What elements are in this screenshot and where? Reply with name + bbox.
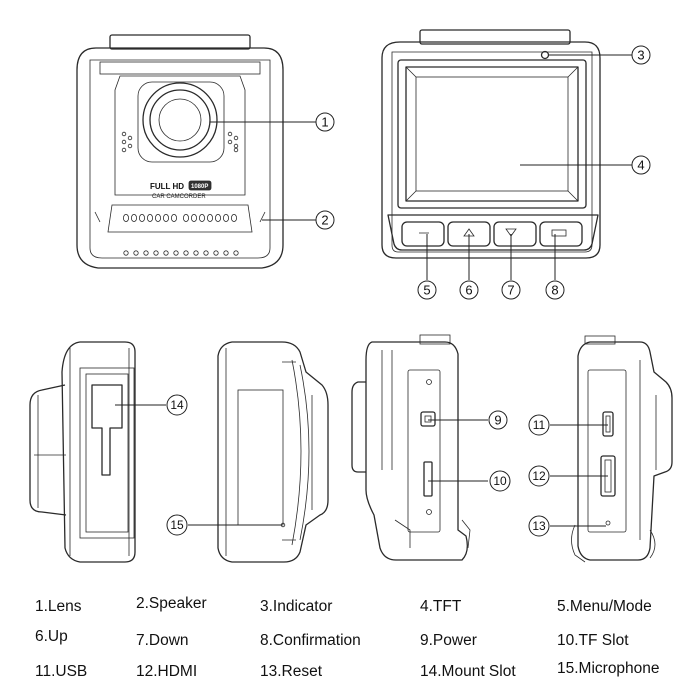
front-dots-right	[227, 131, 239, 153]
side-view-power	[351, 334, 471, 561]
speaker-hole	[230, 213, 237, 222]
svg-text:12: 12	[532, 469, 546, 483]
callout-6: 6	[459, 280, 479, 300]
leader-lines	[115, 54, 632, 527]
svg-text:9: 9	[494, 413, 501, 428]
side-view-ports	[571, 335, 673, 563]
callout-8: 8	[545, 280, 565, 300]
legend-item-mount-slot: 14.Mount Slot	[420, 663, 516, 680]
bottom-dots	[123, 250, 239, 256]
legend-item-reset: 13.Reset	[260, 663, 323, 680]
menu-mode-button[interactable]	[401, 221, 445, 247]
model-label: CAR CAMCORDER	[152, 194, 206, 200]
legend-item-tft: 4.TFT	[420, 598, 462, 615]
speaker-hole	[130, 213, 137, 222]
reset-hole[interactable]	[605, 520, 611, 526]
legend-item-hdmi: 12.HDMI	[136, 663, 198, 680]
svg-text:10: 10	[493, 474, 507, 488]
speaker-hole	[182, 213, 189, 222]
svg-text:6: 6	[465, 283, 472, 298]
svg-text:2: 2	[321, 213, 328, 228]
svg-text:4: 4	[637, 158, 644, 173]
speaker-hole	[214, 213, 221, 222]
bottom-vent-dot	[123, 250, 129, 256]
callout-4: 4	[631, 155, 651, 175]
bottom-vent-dot	[193, 250, 199, 256]
callout-5: 5	[417, 280, 437, 300]
svg-text:7: 7	[507, 283, 514, 298]
legend-item-tf-slot: 10.TF Slot	[557, 632, 629, 649]
svg-text:1: 1	[321, 115, 328, 130]
indicator-led	[540, 50, 550, 60]
svg-text:5: 5	[423, 283, 430, 298]
speaker-hole	[123, 213, 130, 222]
bottom-vent-dot	[203, 250, 209, 256]
resolution-badge: 1080P	[191, 184, 208, 190]
callouts: 1 2 3 4 5 6 7 8 9 10 11 12 13 14 15	[166, 45, 651, 537]
svg-text:8: 8	[551, 283, 558, 298]
speaker-hole	[138, 213, 145, 222]
callout-13: 13	[528, 515, 550, 537]
callout-3: 3	[631, 45, 651, 65]
tf-slot[interactable]	[423, 461, 433, 497]
front-view: FULL HD 1080P CAR CAMCORDER	[76, 34, 284, 269]
usb-port[interactable]	[602, 411, 614, 437]
full-hd-label: FULL HD	[150, 182, 184, 191]
front-dots-left	[121, 131, 133, 153]
speaker-hole	[162, 213, 169, 222]
callout-2: 2	[315, 210, 335, 230]
bottom-vent-dot	[153, 250, 159, 256]
callout-7: 7	[501, 280, 521, 300]
callout-1: 1	[315, 112, 335, 132]
legend-item-up: 6.Up	[35, 628, 68, 645]
bottom-vent-dot	[213, 250, 219, 256]
tft-screen	[405, 66, 579, 202]
bottom-vent-dot	[163, 250, 169, 256]
legend-item-microphone: 15.Microphone	[557, 660, 660, 677]
speaker-hole	[170, 213, 177, 222]
callout-14: 14	[166, 394, 188, 416]
svg-text:14: 14	[170, 398, 184, 412]
svg-text:3: 3	[637, 48, 644, 63]
bottom-vent-dot	[133, 250, 139, 256]
bottom-vent-dot	[173, 250, 179, 256]
callout-10: 10	[489, 470, 511, 492]
callout-11: 11	[528, 414, 550, 436]
legend-item-menu-mode: 5.Menu/Mode	[557, 598, 652, 615]
legend-item-speaker: 2.Speaker	[136, 595, 207, 612]
speaker-hole	[198, 213, 205, 222]
callout-9: 9	[488, 410, 508, 430]
side-view-mic	[217, 341, 329, 563]
speaker-hole	[222, 213, 229, 222]
confirmation-button[interactable]	[539, 221, 583, 247]
bottom-vent-dot	[233, 250, 239, 256]
legend-item-power: 9.Power	[420, 632, 477, 649]
speaker-hole	[146, 213, 153, 222]
legend-item-down: 7.Down	[136, 632, 189, 649]
svg-text:15: 15	[170, 518, 184, 532]
callout-12: 12	[528, 465, 550, 487]
mount-slot	[91, 384, 123, 476]
bottom-vent-dot	[223, 250, 229, 256]
speaker-hole	[190, 213, 197, 222]
speaker-grille	[123, 213, 237, 222]
bottom-vent-dot	[143, 250, 149, 256]
speaker-hole	[206, 213, 213, 222]
svg-text:11: 11	[533, 418, 546, 432]
down-button[interactable]	[493, 221, 537, 247]
legend-item-usb: 11.USB	[35, 663, 88, 680]
rear-view	[381, 29, 601, 259]
legend-item-lens: 1.Lens	[35, 598, 82, 615]
svg-text:13: 13	[532, 519, 546, 533]
power-button[interactable]	[420, 411, 436, 427]
legend-item-confirmation: 8.Confirmation	[260, 632, 361, 649]
legend-item-indicator: 3.Indicator	[260, 598, 333, 615]
callout-15: 15	[166, 514, 188, 536]
speaker-hole	[154, 213, 161, 222]
side-view-mount	[29, 341, 136, 563]
bottom-vent-dot	[183, 250, 189, 256]
